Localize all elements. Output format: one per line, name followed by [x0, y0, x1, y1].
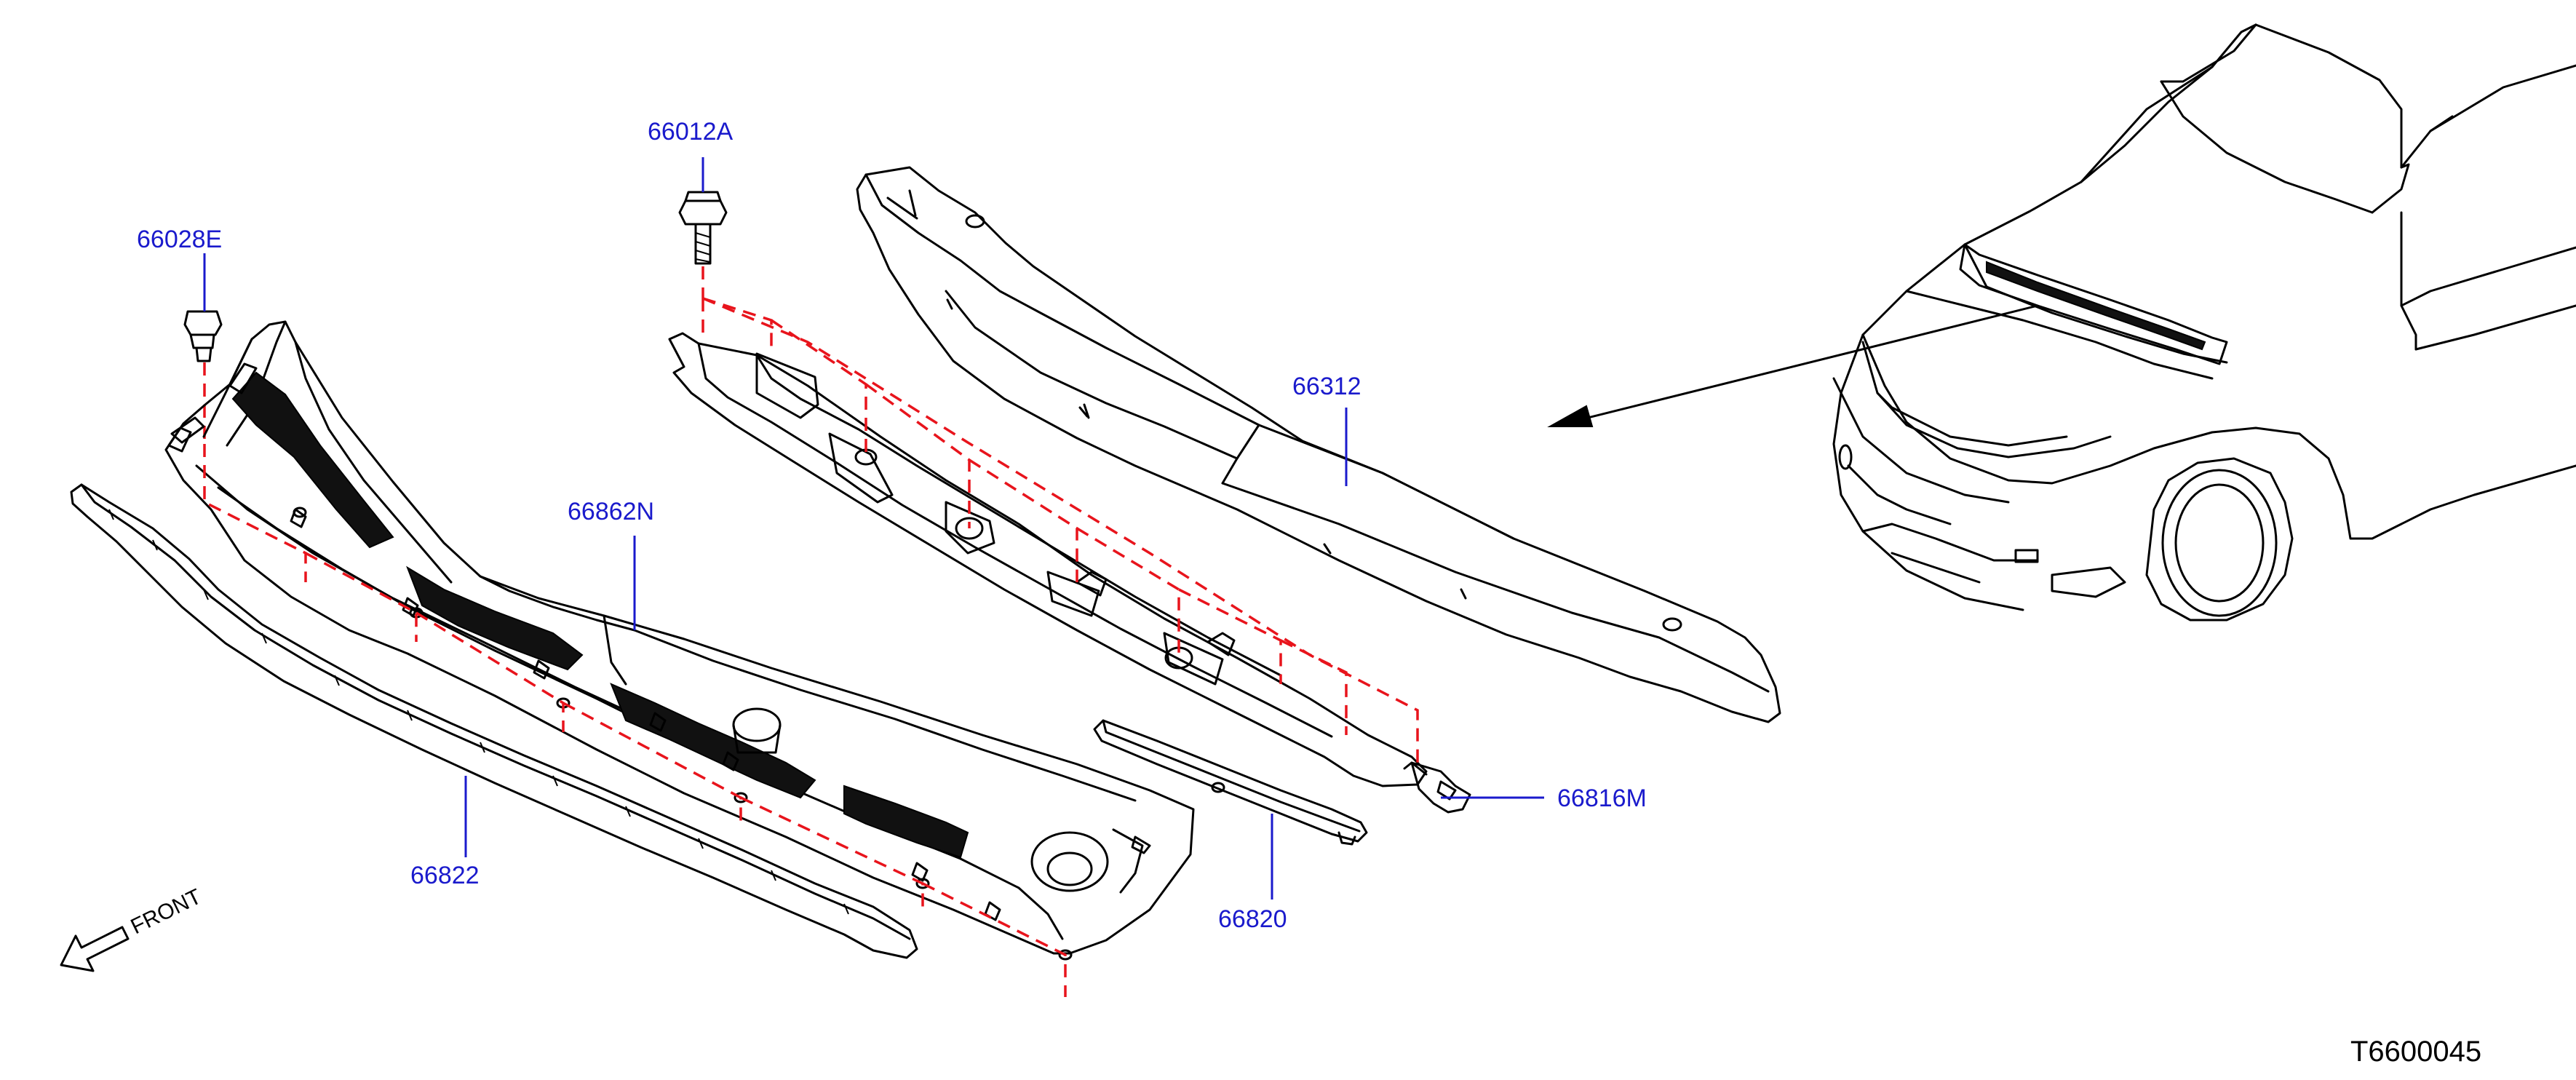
vehicle-location-view	[1832, 23, 2576, 622]
panel-66816M	[668, 332, 1471, 814]
fastener-dashed-lines	[203, 297, 1419, 997]
callout-66816M: 66816M	[1557, 785, 1647, 812]
callout-66862N: 66862N	[568, 498, 654, 525]
front-label: FRONT	[127, 884, 205, 939]
diagram-reference-code: T6600045	[2350, 1036, 2481, 1068]
strip-66822	[70, 483, 918, 959]
front-direction-indicator: FRONT	[60, 884, 205, 972]
callout-66312: 66312	[1292, 373, 1361, 400]
strip-66820	[1093, 719, 1368, 846]
clip-66028E	[183, 310, 223, 444]
location-arrow	[1547, 304, 2039, 427]
callout-66028E: 66028E	[137, 226, 222, 253]
bolt-66012A	[678, 191, 728, 298]
cowl-top-66862N	[164, 320, 1195, 961]
callout-66820: 66820	[1218, 905, 1287, 933]
callout-66822: 66822	[410, 862, 480, 889]
callout-leaders	[203, 157, 1544, 900]
seal-66312	[856, 166, 1781, 723]
callout-66012A: 66012A	[648, 118, 734, 146]
